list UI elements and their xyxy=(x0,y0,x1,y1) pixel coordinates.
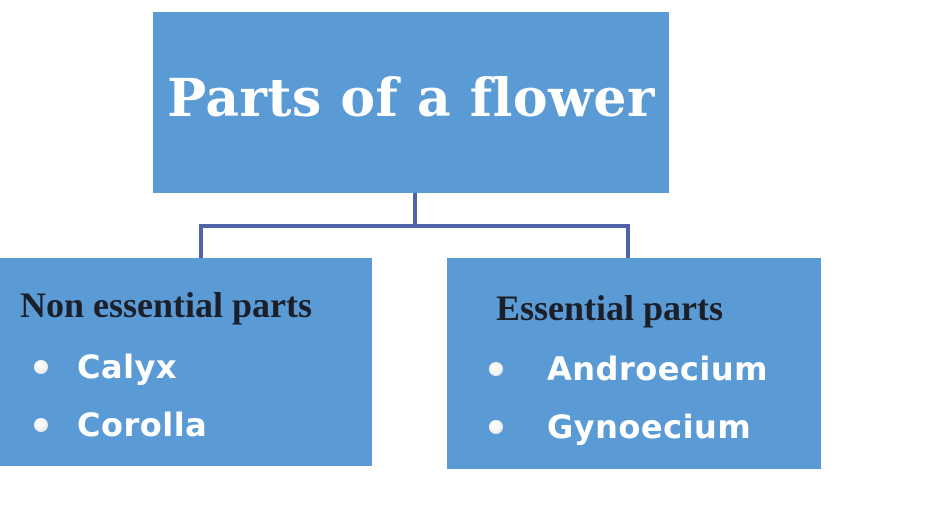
root-title: Parts of a flower xyxy=(167,68,655,129)
connector-line xyxy=(415,224,630,258)
essential-parts-heading: Essential parts xyxy=(496,288,724,328)
list-item-label: Calyx xyxy=(77,348,178,386)
bullet-icon xyxy=(489,362,503,376)
non-essential-parts-list: Calyx Corolla xyxy=(34,338,207,454)
connector-line xyxy=(199,193,417,258)
list-item-label: Gynoecium xyxy=(547,408,752,446)
essential-parts-box: Essential parts Androecium Gynoecium xyxy=(447,258,821,469)
non-essential-parts-heading: Non essential parts xyxy=(20,285,313,325)
bullet-icon xyxy=(489,420,503,434)
list-item-label: Corolla xyxy=(77,406,208,444)
bullet-icon xyxy=(34,418,48,432)
list-item: Corolla xyxy=(34,396,207,454)
list-item-label: Androecium xyxy=(547,350,768,388)
essential-parts-list: Androecium Gynoecium xyxy=(489,340,768,456)
list-item: Gynoecium xyxy=(489,398,768,456)
non-essential-parts-box: Non essential parts Calyx Corolla xyxy=(0,258,372,466)
root-box: Parts of a flower xyxy=(153,12,669,193)
bullet-icon xyxy=(34,360,48,374)
list-item: Calyx xyxy=(34,338,207,396)
list-item: Androecium xyxy=(489,340,768,398)
